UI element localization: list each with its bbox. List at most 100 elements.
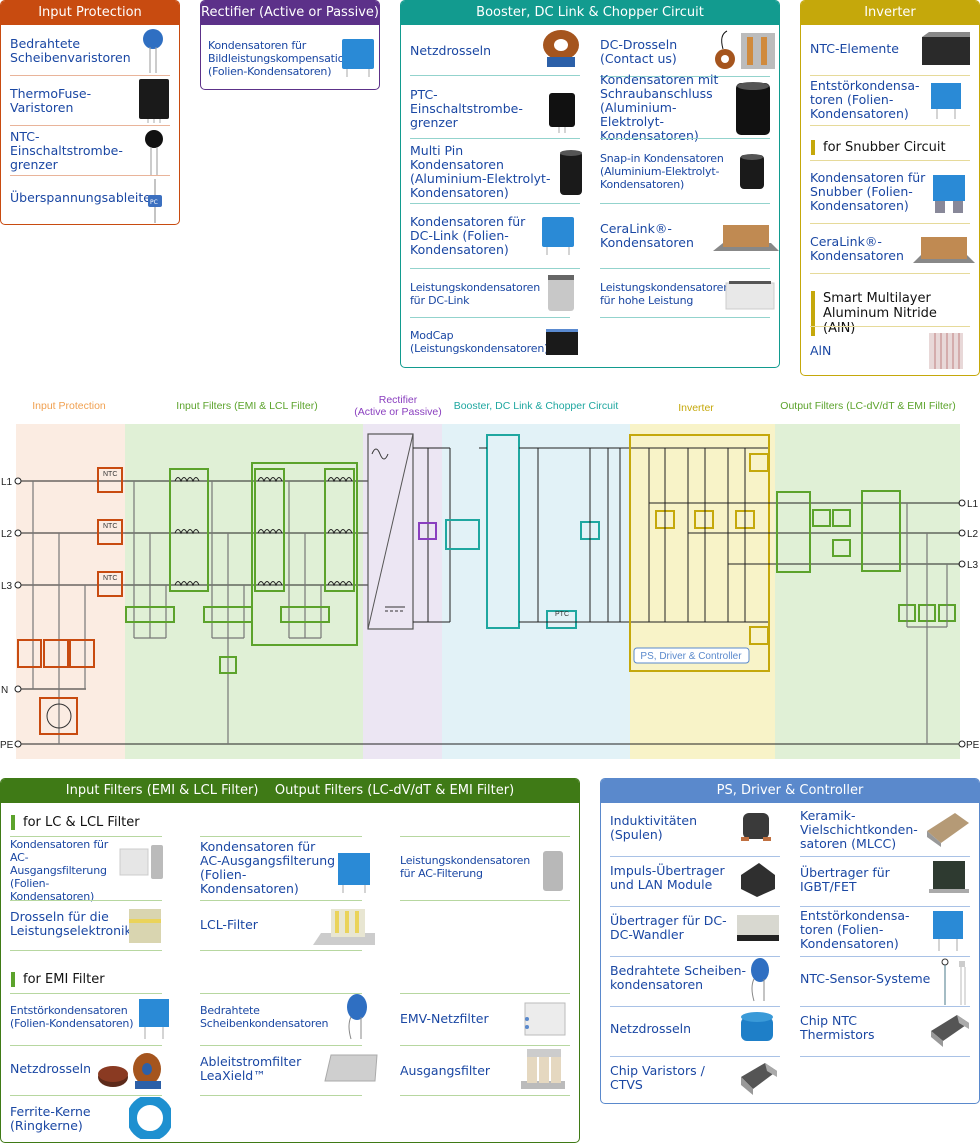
- product-link[interactable]: Chip NTC Thermistors: [800, 1013, 875, 1042]
- product-link[interactable]: EMV-Netzfilter: [400, 1011, 489, 1026]
- panel-rectifier: Rectifier (Active or Passive) Kondensato…: [200, 0, 380, 90]
- product-link[interactable]: CeraLink®-Kondensatoren: [600, 221, 694, 250]
- ceralink-icon: [713, 225, 779, 251]
- product-link[interactable]: Bedrahtete Scheibenvaristoren: [10, 36, 131, 65]
- high-power-capacitor-icon: [725, 281, 775, 310]
- film-capacitor-icon: [542, 217, 574, 255]
- product-link[interactable]: LCL-Filter: [200, 917, 258, 932]
- controller-label: PS, Driver & Controller: [640, 651, 742, 662]
- output-filter-icon: [521, 1049, 565, 1089]
- terminal-label: PE: [0, 740, 14, 751]
- product-link[interactable]: DC-Drosseln (Contact us): [600, 37, 678, 66]
- product-link[interactable]: Überspannungsableiter: [10, 190, 157, 205]
- section-heading: for EMI Filter: [11, 972, 105, 987]
- terminal-label: L3: [1, 581, 13, 592]
- terminal-label: N: [1, 685, 8, 696]
- zone-title: Input Protection: [32, 400, 106, 412]
- zone-input-protection: [16, 424, 125, 759]
- product-link[interactable]: Keramik-Vielschichtkonden-satoren (MLCC): [800, 808, 918, 851]
- product-link[interactable]: Ausgangsfilter: [400, 1063, 491, 1078]
- product-link[interactable]: Kondensatoren für AC-Ausgangsfilterung (…: [10, 837, 109, 903]
- terminal-label: PE: [966, 740, 980, 751]
- product-link[interactable]: NTC-Elemente: [810, 41, 899, 56]
- product-link[interactable]: Kondensatoren für Snubber (Folien-Konden…: [810, 170, 926, 213]
- section-heading: for Snubber Circuit: [811, 140, 946, 155]
- product-link[interactable]: Leistungskondensatoren für hohe Leistung: [600, 281, 730, 307]
- electrolytic-capacitor-icon: [560, 150, 582, 195]
- product-link[interactable]: Ableitstromfilter LeaXield™: [200, 1054, 302, 1083]
- dcdc-transformer-icon: [737, 915, 779, 941]
- product-link[interactable]: Kondensatoren für DC-Link (Folien-Konden…: [410, 214, 526, 257]
- film-capacitor-icon: [342, 39, 374, 77]
- emi-capacitor-icon: [139, 999, 169, 1039]
- modcap-icon: [546, 329, 578, 355]
- inductor-icon: [741, 813, 771, 841]
- product-link[interactable]: ThermoFuse-Varistoren: [10, 86, 92, 115]
- terminal-label: L3: [967, 560, 979, 571]
- zone-title: Rectifier: [379, 394, 418, 406]
- product-link[interactable]: Netzdrosseln: [10, 1061, 92, 1076]
- chip-ntc-icon: [931, 1015, 969, 1047]
- ntc-sensor-icon: [941, 958, 966, 1005]
- product-link[interactable]: Übertrager für DC-DC-Wandler: [610, 913, 727, 942]
- product-link[interactable]: Netzdrosseln: [410, 43, 492, 58]
- zone-title: Input Filters (EMI & LCL Filter): [176, 400, 317, 412]
- snubber-capacitor-icon: [933, 175, 965, 213]
- ntc-element-icon: [922, 32, 970, 65]
- product-link[interactable]: CeraLink®-Kondensatoren: [810, 234, 904, 263]
- product-link[interactable]: Übertrager für IGBT/FET: [800, 865, 890, 894]
- lcl-filter-icon: [313, 909, 375, 945]
- ntc-label: NTC: [103, 471, 117, 478]
- product-link[interactable]: Bedrahtete Scheiben-kondensatoren: [610, 963, 747, 992]
- panel-title: Input Filters (EMI & LCL Filter) Output …: [1, 779, 579, 803]
- terminal-label: L1: [967, 499, 979, 510]
- product-link[interactable]: Kondensatoren mit Schraubanschluss (Alum…: [600, 72, 719, 143]
- product-link[interactable]: AlN: [810, 343, 832, 358]
- circuit-diagram: Input Protection Input Filters (EMI & LC…: [0, 394, 980, 759]
- panel-filters: Input Filters (EMI & LCL Filter) Output …: [0, 778, 580, 1143]
- product-link[interactable]: ModCap (Leistungskondensatoren): [410, 329, 549, 355]
- terminal-label: L1: [1, 477, 13, 488]
- power-choke-icon: [129, 909, 161, 943]
- igbt-transformer-icon: [929, 861, 969, 893]
- product-link[interactable]: Kondensatoren für Bildleistungskompensat…: [208, 38, 351, 78]
- product-link[interactable]: PTC-Einschaltstrombe-grenzer: [410, 87, 523, 130]
- product-link[interactable]: Entstörkondensatoren (Folien-Kondensator…: [10, 1004, 134, 1030]
- product-link[interactable]: NTC-Sensor-Systeme: [800, 971, 931, 986]
- panel-title: Input Protection: [1, 1, 179, 25]
- aln-substrate-icon: [929, 333, 963, 369]
- product-link[interactable]: NTC-Einschaltstrombe-grenzer: [10, 129, 123, 172]
- ac-filter-capacitor-icon: [119, 845, 163, 879]
- emi-capacitor-icon: [931, 83, 961, 119]
- terminal-label: L2: [967, 529, 979, 540]
- ptc-limiter-icon: [549, 93, 575, 133]
- screw-terminal-capacitor-icon: [736, 82, 770, 135]
- svg-text:PC: PC: [150, 199, 158, 206]
- product-link[interactable]: Leistungskondensatoren für AC-Filterung: [400, 854, 530, 880]
- terminal-label: L2: [1, 529, 13, 540]
- product-link[interactable]: Multi Pin Kondensatoren (Aluminium-Elekt…: [410, 143, 551, 200]
- disk-varistor-icon: [143, 29, 163, 73]
- ptc-label: PTC: [555, 611, 569, 618]
- ferrite-ring-icon: [129, 1097, 171, 1139]
- product-link[interactable]: Bedrahtete Scheibenkondensatoren: [200, 1004, 329, 1030]
- panel-ps-driver-controller: PS, Driver & Controller Induktivitäten (…: [600, 778, 980, 1104]
- zone-rectifier: [363, 424, 442, 759]
- product-link[interactable]: Entstörkondensa-toren (Folien-Kondensato…: [800, 908, 910, 951]
- product-link[interactable]: Netzdrosseln: [610, 1021, 692, 1036]
- zone-title: Booster, DC Link & Chopper Circuit: [454, 400, 619, 412]
- product-link[interactable]: Snap-in Kondensatoren (Aluminium-Elektro…: [600, 151, 724, 191]
- leakage-filter-icon: [324, 1054, 378, 1082]
- product-link[interactable]: Ferrite-Kerne (Ringkerne): [10, 1104, 91, 1133]
- product-link[interactable]: Impuls-Übertrager und LAN Module: [610, 863, 725, 892]
- product-link[interactable]: Induktivitäten (Spulen): [610, 813, 698, 842]
- product-link[interactable]: Entstörkondensa-toren (Folien-Kondensato…: [810, 78, 920, 121]
- product-link[interactable]: Drosseln für die Leistungselektronik: [10, 909, 132, 938]
- panel-title: PS, Driver & Controller: [601, 779, 979, 803]
- product-link[interactable]: Kondensatoren für AC-Ausgangsfilterung (…: [200, 839, 336, 896]
- product-link[interactable]: Chip Varistors / CTVS: [610, 1063, 705, 1092]
- section-heading: Smart Multilayer Aluminum Nitride (AlN): [811, 291, 971, 336]
- zone-title: Inverter: [678, 402, 714, 414]
- mlcc-icon: [927, 813, 969, 847]
- product-link[interactable]: Leistungskondensatoren für DC-Link: [410, 281, 540, 307]
